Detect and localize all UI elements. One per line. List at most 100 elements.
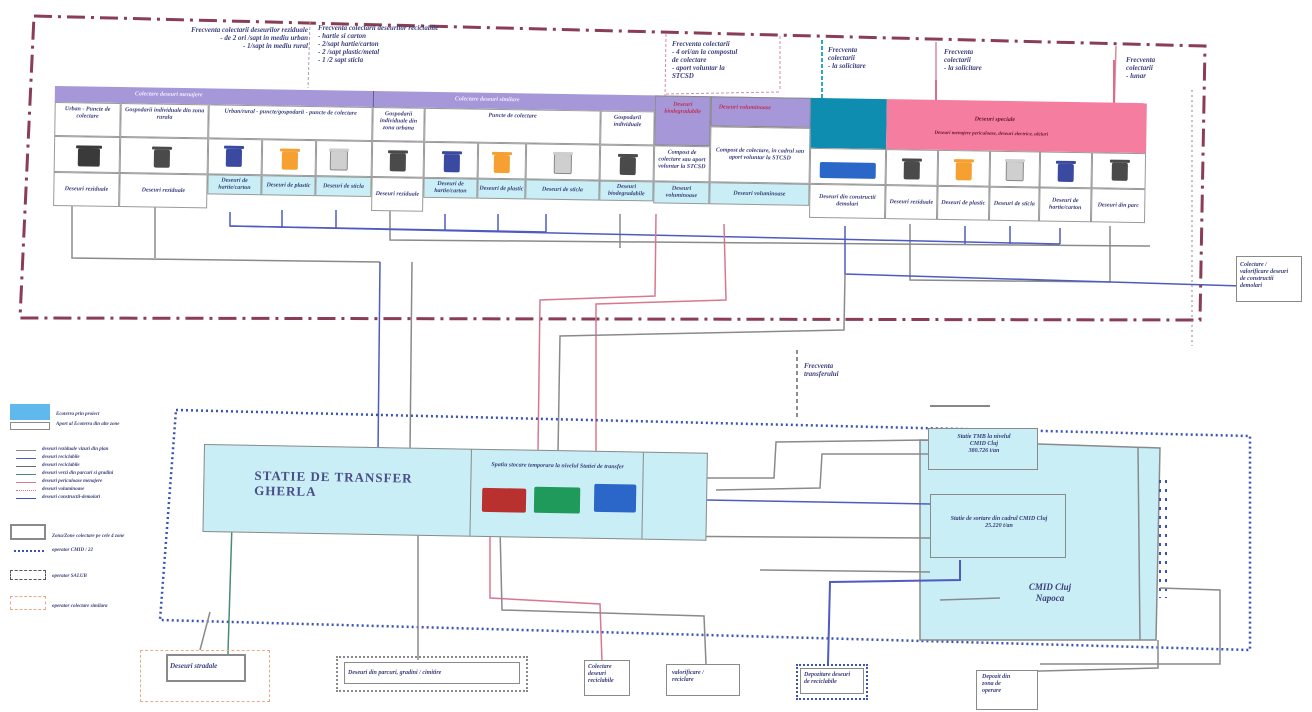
recyclable-collection-box: [584, 660, 630, 696]
paper-bin-icon: [225, 148, 243, 167]
park-waste-label: Deseuri din parcuri, gradini / cimitire: [348, 670, 442, 676]
label-residual: Deseuri reziduale: [371, 176, 424, 212]
legend-swatch-other: [10, 422, 50, 430]
valorification-box: [666, 664, 740, 696]
park-waste-inner: [344, 662, 520, 684]
band-similar-label: Colectare deseuri similare: [454, 96, 520, 104]
legend-cmid-line: [14, 550, 44, 552]
note-bulky-frequency: Frecventa colectarii - la solicitare: [828, 46, 866, 70]
plastic-bin-icon: [955, 162, 972, 181]
glass-bin-icon: [329, 150, 349, 171]
recyclable-storage-box: [796, 664, 868, 700]
cmid-sorting-label: Statie de sortare din cadrul CMID Cluj 2…: [950, 516, 1048, 529]
label-plastic: Deseuri de plastic: [477, 178, 526, 200]
cd-recovery-box: [1236, 256, 1302, 302]
note-cd-frequency: Frecventa colectarii - lunar: [1126, 56, 1156, 80]
label-glass: Deseuri de sticla: [315, 176, 372, 197]
note-divider: [307, 21, 311, 89]
residual-bin-icon: [1111, 162, 1128, 181]
glass-bin-icon: [1005, 160, 1024, 182]
residual-container-icon: [77, 148, 101, 167]
park-waste-box: [336, 656, 528, 692]
legend-line-bulky: [16, 490, 36, 491]
cmid-name-line2: Napoca: [1035, 593, 1065, 603]
label-glass: Deseuri de sticla: [525, 179, 600, 201]
operating-zone-depot-label: Depozit din zona de operare: [982, 674, 1011, 694]
plastic-bin-icon: [281, 151, 298, 170]
legend-swatch-project: [10, 404, 50, 420]
band-special: [886, 99, 1147, 154]
legend-line-recyclable: [16, 458, 36, 459]
transfer-station-divider: [469, 449, 472, 536]
header-bulky-collection: Compost de colectare, in cadrul sau apor…: [709, 126, 811, 184]
red-container-icon: [481, 487, 527, 513]
legend-label: deseuri reciclabile: [42, 463, 80, 468]
header-urban-points: Urban - Puncte de colectare: [54, 101, 121, 138]
street-waste-inner: [166, 654, 246, 682]
bulky-container-icon: [819, 162, 876, 179]
label-park: Deseuri din parc: [1090, 188, 1146, 224]
transfer-station-title: STATIE DE TRANSFER GHERLA: [254, 468, 413, 501]
legend-label: deseuri reziduale vizuri din plan: [42, 447, 109, 452]
transfer-station-divider: [641, 452, 644, 539]
residual-bin-icon: [153, 149, 171, 168]
recyclable-storage-label: Depozitare deseuri de reciclabile: [804, 672, 851, 685]
legend-line-green: [16, 474, 36, 475]
cmid-tmb-label: Statie TMB la nivelul CMID Cluj 380.726 …: [957, 434, 1011, 454]
valorification-label: valorificare / reciclare: [672, 670, 704, 683]
blue-container-icon: [593, 483, 637, 513]
label-glass: Deseuri de sticla: [988, 186, 1040, 222]
paper-bin-icon: [1057, 163, 1074, 183]
plastic-bin-icon: [493, 154, 510, 174]
label-bulky: Deseuri voluminoase: [709, 182, 810, 206]
label-residual: Deseuri reziduale: [119, 173, 208, 209]
transfer-frequency-label: Frecventa transferului: [804, 362, 839, 378]
legend-line-hazardous: [16, 482, 36, 483]
label-residual: Deseuri reziduale: [885, 185, 938, 220]
cmid-tmb-box: [928, 428, 1038, 470]
legend-label: operator CMID / 22: [52, 548, 93, 553]
note-residual-frequency: Frecventa colectarii deseurilor rezidual…: [191, 26, 308, 50]
label-plastic: Deseuri de plastic: [937, 185, 990, 221]
transfer-station-title-line2: GHERLA: [254, 482, 317, 499]
collection-area-frame: [18, 14, 1207, 322]
header-urban-rural-points: Urban/rural - puncte/gospodarii - puncte…: [208, 104, 373, 141]
label-paper: Deseuri de hartie/carton: [1038, 187, 1092, 223]
header-individual-households: Gospodarii individuale: [600, 110, 655, 146]
temporary-storage-caption: Spatiu stocare temporara la nivelul Stat…: [491, 462, 624, 471]
legend-label: deseuri verzi din parcuri si gradini: [42, 471, 114, 476]
legend-similar-box: [10, 596, 46, 610]
collection-table: Colectare deseuri menajere Colectare des…: [53, 86, 1147, 233]
legend-label: deseuri voluminoase: [42, 487, 85, 492]
residual-bin-icon: [389, 153, 406, 172]
note-divider: [664, 33, 667, 101]
transfer-station: STATIE DE TRANSFER GHERLA Spatiu stocare…: [202, 444, 708, 541]
label-paper: Deseuri de hartie/carton: [423, 177, 478, 199]
legend: Ecoterra prin proiect Aport al Ecoterra …: [4, 400, 164, 620]
band-bulky-label: Deseuri voluminoase: [718, 104, 771, 112]
legend-line-residual: [16, 450, 36, 451]
label-plastic: Deseuri de plastic: [261, 175, 316, 197]
glass-bin-icon: [553, 153, 572, 175]
label-bio: Deseuri biodegradabile: [599, 180, 654, 202]
bio-bin-icon: [619, 156, 636, 176]
header-urban-households: Gospodarii individuale din zona urbana: [372, 106, 425, 142]
legend-zone-box: [10, 524, 46, 540]
header-collection-points: Puncte de colectare: [424, 107, 601, 145]
legend-label: operator colectare similara: [52, 604, 108, 609]
cmid-name-line1: CMID Cluj: [1028, 582, 1072, 592]
legend-label: deseuri constructii-demolari: [42, 495, 101, 500]
residual-bin-icon: [903, 161, 920, 180]
legend-label: deseuri reciclabile: [42, 455, 80, 460]
operating-zone-depot-box: [976, 670, 1038, 710]
label-residual: Deseuri reziduale: [53, 171, 120, 208]
legend-line-recyclable-alt: [16, 466, 36, 467]
legend-label: Zona/Zone colectare pe cele 4 zone: [52, 534, 125, 539]
note-special-frequency: Frecventa colectarii - la solicitare: [944, 48, 982, 72]
note-bracket: [665, 91, 781, 95]
cmid-name: CMID Cluj Napoca: [990, 582, 1110, 604]
legend-salub-box: [10, 570, 46, 580]
note-bio-frequency: Frecventa colectarii - 4 ori/an la compo…: [672, 40, 738, 80]
recyclable-collection-label: Colectare deseuri reciclabile: [588, 664, 614, 684]
legend-label: deseuri periculoase menajere: [42, 479, 103, 484]
